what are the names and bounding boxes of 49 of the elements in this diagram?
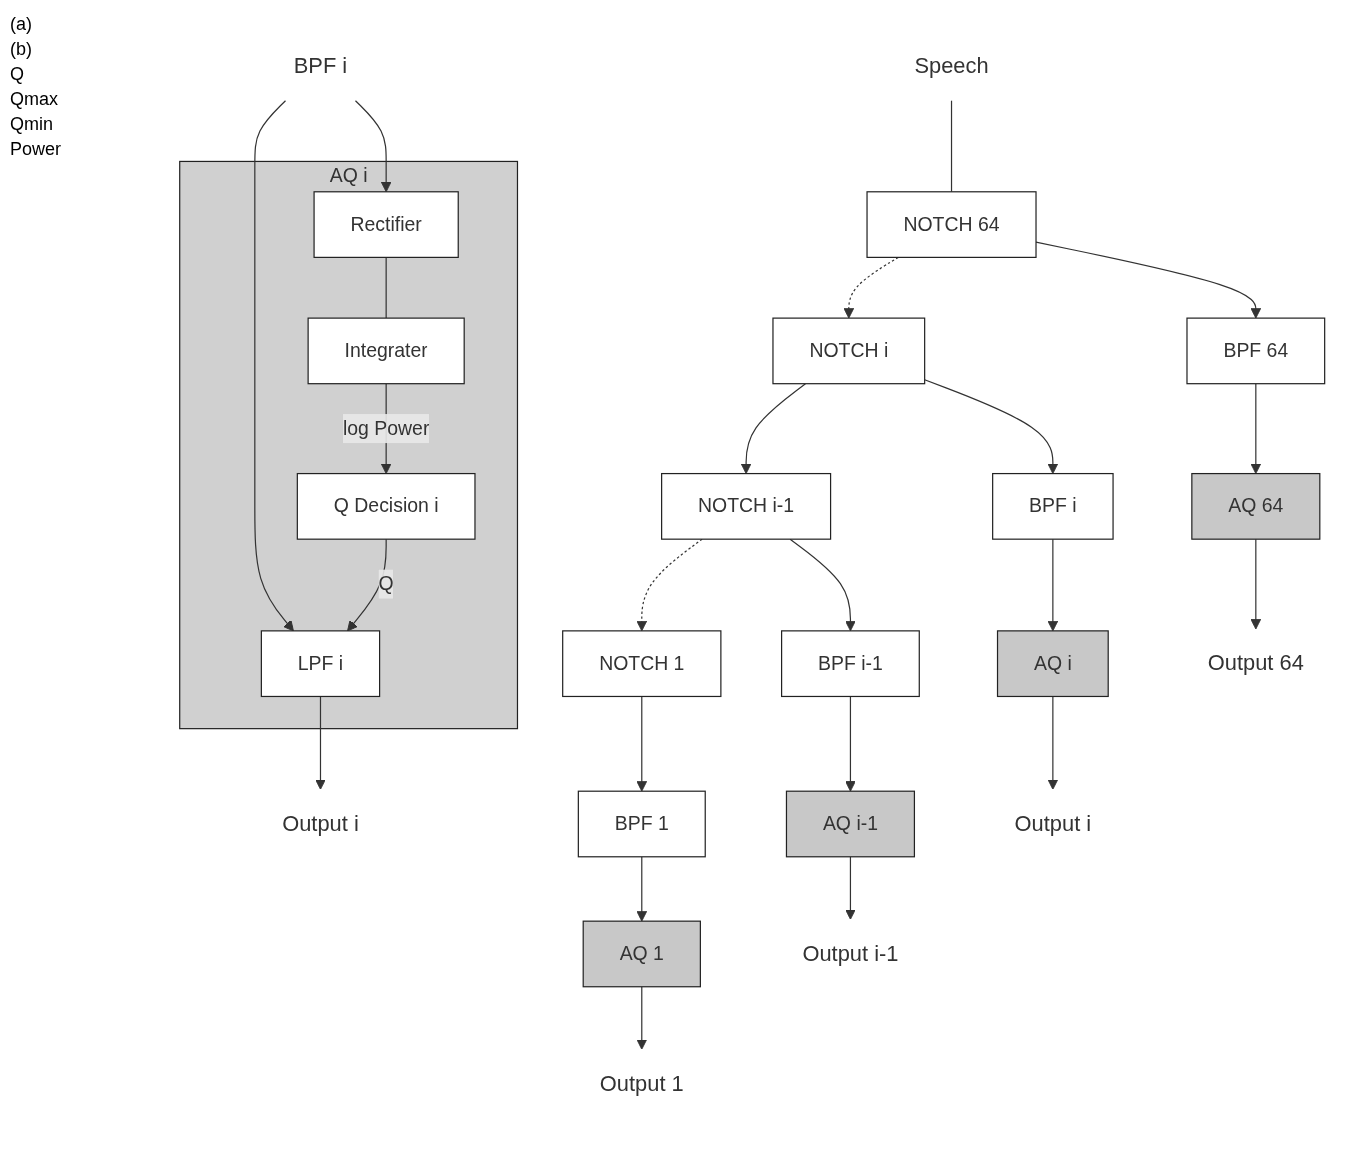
- connector: [950, 100, 953, 193]
- node-text: Output i: [1014, 811, 1092, 836]
- panel-label: (b): [10, 39, 33, 60]
- node-text: Output 1: [599, 1071, 684, 1096]
- arrow: [315, 695, 326, 790]
- node-box: BPF 1: [577, 790, 706, 858]
- node-text: Speech: [914, 53, 989, 78]
- arrow: [636, 695, 648, 792]
- arrow: [789, 538, 856, 632]
- node-box: Rectifier: [313, 191, 459, 258]
- arrow: [1047, 538, 1059, 632]
- node-box: NOTCH 1: [562, 630, 722, 698]
- node-box: AQ i: [996, 630, 1109, 698]
- arrow: [354, 100, 392, 193]
- node-box: NOTCH 64: [866, 191, 1037, 258]
- node-box: Q Decision i: [296, 472, 476, 540]
- arrow: [1250, 383, 1262, 475]
- node-box: BPF 64: [1186, 317, 1326, 385]
- connector: [385, 256, 387, 319]
- node-box: NOTCH i: [772, 317, 926, 385]
- chart-axis-label: Q: [10, 64, 25, 85]
- chart-axis-label: Power: [10, 139, 63, 160]
- node-box: LPF i: [260, 630, 381, 698]
- node-box: Integrater: [307, 317, 465, 385]
- node-box: AQ i-1: [785, 790, 915, 858]
- node-box: AQ 1: [582, 920, 701, 988]
- arrow: [636, 986, 648, 1050]
- edge-label: Q: [378, 573, 394, 594]
- arrow: [1250, 538, 1262, 630]
- node-text: Output i-1: [802, 941, 899, 966]
- arrow: [254, 100, 294, 632]
- node-text: BPF i: [293, 53, 348, 78]
- node-box: BPF i-1: [781, 630, 920, 698]
- panel-label: (a): [10, 14, 33, 35]
- chart-axis-label: Qmax: [10, 89, 59, 110]
- node-box: AQ 64: [1191, 472, 1321, 540]
- arrow: [845, 695, 856, 792]
- arrow: [843, 256, 899, 319]
- node-text: Output 64: [1207, 650, 1304, 676]
- arrow: [845, 856, 856, 920]
- node-box: BPF i: [992, 472, 1114, 540]
- arrow: [636, 856, 648, 922]
- chart-axis-label: Qmin: [10, 114, 54, 135]
- node-text: Output i: [282, 811, 359, 836]
- arrow: [1047, 695, 1059, 790]
- arrow: [740, 383, 807, 475]
- node-box: NOTCH i-1: [661, 472, 832, 540]
- arrow: [924, 379, 1059, 475]
- edge-label: log Power: [342, 417, 430, 439]
